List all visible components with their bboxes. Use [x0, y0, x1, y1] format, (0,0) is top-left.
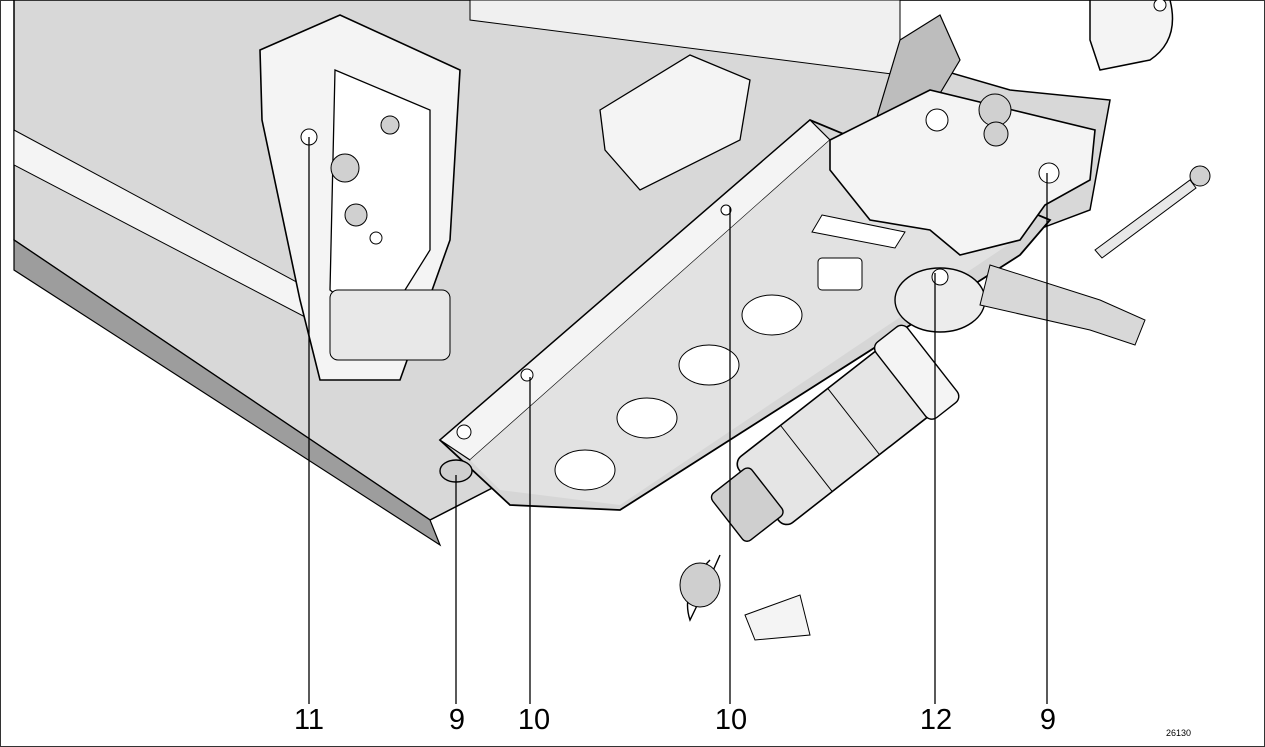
callout-12: 12 — [919, 704, 953, 736]
connector — [679, 562, 721, 608]
callout-9-left: 9 — [448, 704, 466, 736]
upper-housing — [1089, 0, 1174, 71]
middle-bracket — [599, 54, 751, 191]
cover-hole — [678, 344, 740, 386]
bracket-hole — [330, 153, 360, 183]
housing-hole — [1153, 0, 1167, 12]
cover-slot — [817, 257, 863, 291]
cover-label-plate — [811, 214, 906, 249]
hex-bolt — [978, 93, 1012, 127]
shaft-nut — [1189, 165, 1211, 187]
callout-9-right: 9 — [1039, 704, 1057, 736]
motor-flange-screw-12 — [931, 268, 949, 286]
shaft — [1094, 179, 1197, 259]
right-arm-bracket — [829, 89, 1096, 256]
bracket-mechanism — [329, 289, 451, 361]
figure-number: 26130 — [1166, 728, 1192, 738]
shaft-housing — [979, 264, 1146, 346]
cover-hole — [616, 397, 678, 439]
callout-10-center: 10 — [714, 704, 748, 736]
base-plate-edge — [13, 238, 442, 547]
callout-10-left: 10 — [517, 704, 551, 736]
hex-bolt — [983, 121, 1009, 147]
cover-screw — [456, 424, 472, 440]
cover-screw-left-10 — [520, 368, 534, 382]
cover-screw-center-10 — [720, 204, 732, 216]
mounting-bolt-right-9 — [1038, 162, 1060, 184]
callout-11: 11 — [293, 704, 325, 736]
cover-hole — [741, 294, 803, 336]
lower-bracket — [744, 594, 811, 641]
bracket-boss — [925, 108, 949, 132]
bracket-screw — [369, 231, 383, 245]
bracket-hole — [344, 203, 368, 227]
bracket-hole — [380, 115, 400, 135]
cover-hole — [554, 449, 616, 491]
